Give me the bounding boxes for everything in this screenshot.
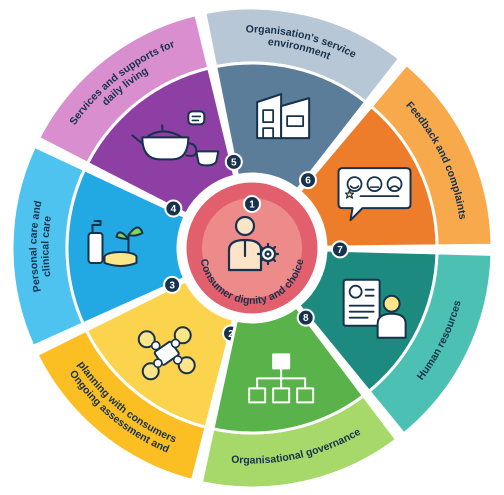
- segment-7-number: 7: [337, 245, 343, 256]
- segment-4-number: 4: [171, 204, 177, 215]
- segment-7-number-badge: [330, 240, 349, 259]
- care-products-and-plant-icon: [87, 219, 144, 267]
- segment-3-label: Personal care and: [27, 200, 44, 293]
- segment-6-number-badge: [298, 171, 317, 190]
- center-number-badge: [243, 195, 261, 213]
- center-number: 1: [249, 200, 255, 211]
- teapot-and-cup-icon: [131, 110, 220, 167]
- segment-6-number: 6: [305, 176, 311, 187]
- segment-3-number-badge: [163, 275, 182, 294]
- person-with-gear-icon: [227, 215, 280, 272]
- icons-layer: [87, 93, 412, 404]
- segment-5-number: 5: [231, 157, 237, 168]
- segment-8-number-badge: [296, 308, 315, 327]
- org-chart-icon: [248, 353, 315, 404]
- people-around-table-icon: [137, 326, 196, 381]
- segment-4-number-badge: [164, 199, 183, 218]
- segment-3-label-line: clinical care: [39, 215, 53, 278]
- segment-3-label: clinical care: [39, 215, 53, 278]
- segment-3-number: 3: [169, 280, 175, 291]
- feedback-faces-icon: [337, 167, 412, 222]
- segment-3-inner-wedge: [65, 167, 187, 326]
- building-icon: [256, 93, 311, 140]
- segment-5-number-badge: [224, 152, 243, 171]
- staff-profile-icon: [342, 278, 407, 339]
- segment-8-number: 8: [303, 313, 309, 324]
- segment-3-label-line: Personal care and: [27, 200, 44, 293]
- segment-2-number: 2: [228, 329, 234, 340]
- center-hub: 1 Consumer dignity and choice: [181, 177, 323, 319]
